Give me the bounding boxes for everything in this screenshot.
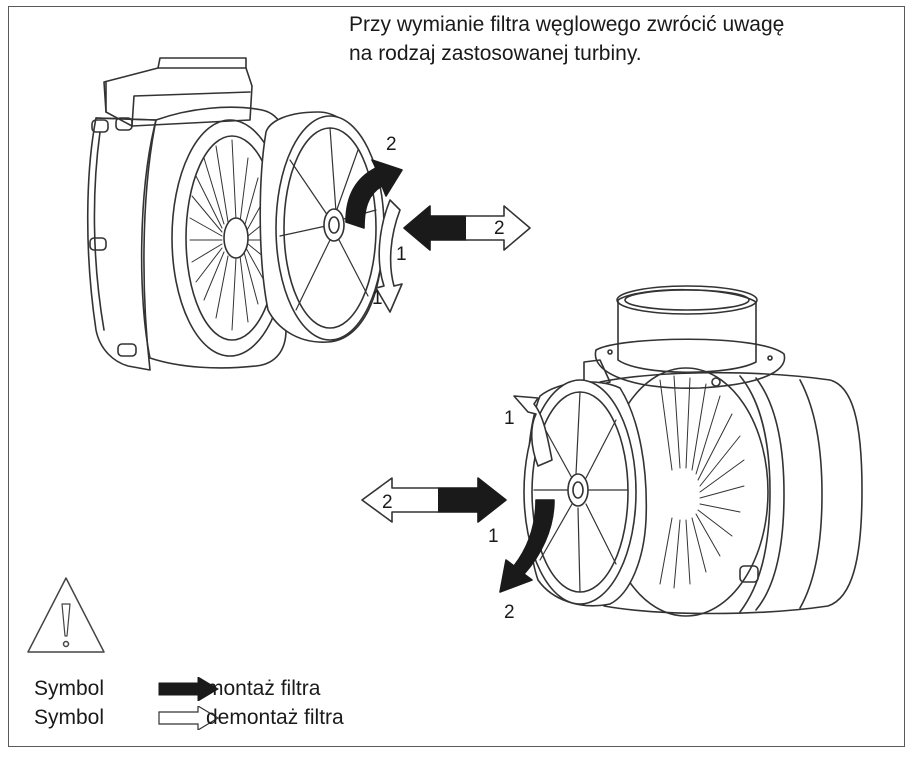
upper-push-arrow [403,205,467,251]
legend-mount-description: montaż filtra [206,677,321,700]
lower-pull-arrow [361,477,439,523]
filled-arrow-icon [158,677,219,701]
lower-turbine-illustration [523,285,863,617]
lower-push-arrow [437,477,507,523]
warning-triangle-icon [27,577,105,653]
upper-outlet-duct [103,67,253,127]
lower-rotate-start-label: 1 [504,408,515,429]
upper-rotate-start-arrow [375,199,403,313]
upper-pull-arrow-label: 2 [494,218,505,239]
lower-outlet-collar [617,288,757,374]
lower-rotate-arrow-label: 2 [504,602,515,623]
upper-pull-arrow [465,205,531,251]
upper-push-arrow-label: 1 [396,244,407,265]
upper-housing-back-plate [86,117,157,371]
page-frame [8,6,905,747]
lower-rotate-arrow [499,499,555,593]
upper-turbine-illustration [86,57,385,371]
instruction-line-2: na rodzaj zastosowanej turbiny. [349,42,642,65]
lower-fan-blades [659,375,745,589]
upper-rotate-arrow [345,159,403,229]
legend-unmount-description: demontaż filtra [206,706,344,729]
instruction-line-1: Przy wymianie filtra węglowego zwrócić u… [349,13,785,36]
legend-unmount-symbol-label: Symbol [34,706,105,729]
upper-turbine-drum [140,106,287,369]
outline-arrow-icon [158,706,220,730]
lower-turbine-drum [599,371,863,615]
upper-rotate-start-label: 1 [372,288,383,309]
upper-rotate-arrow-label: 2 [386,134,397,155]
lower-rotate-start-arrow [513,395,553,467]
lower-push-arrow-label: 1 [488,526,499,547]
instruction-text: Przy wymianie filtra węglowego zwrócić u… [349,10,897,68]
lower-pull-arrow-label: 2 [382,492,393,513]
legend-mount-symbol-label: Symbol [34,677,105,700]
